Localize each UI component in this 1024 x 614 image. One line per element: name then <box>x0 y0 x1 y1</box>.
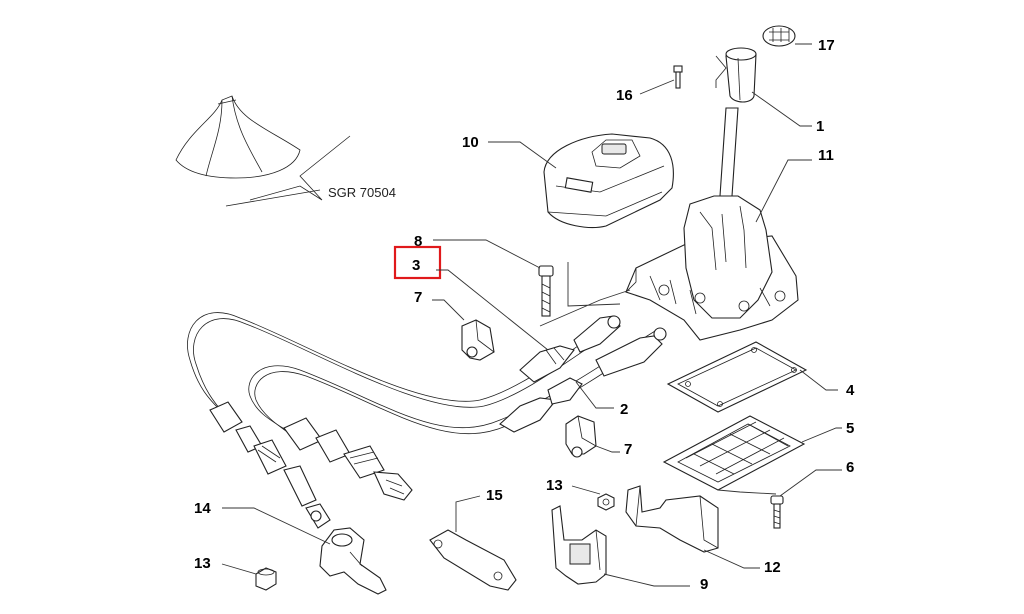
gearbox-cable-end-right <box>283 417 413 501</box>
callout-14: 14 <box>194 500 211 517</box>
leader-13b <box>221 563 257 575</box>
gearbox-cable-end-left <box>209 401 331 529</box>
leader-5 <box>801 427 842 443</box>
leader-8 <box>433 239 541 269</box>
leader-14 <box>222 507 331 545</box>
callout-17: 17 <box>818 37 835 54</box>
leader-13a <box>571 485 601 495</box>
nut-upper <box>597 493 615 511</box>
callout-3: 3 <box>412 257 420 274</box>
callout-4: 4 <box>846 382 855 399</box>
bracket <box>625 485 719 553</box>
mount-screw <box>770 495 784 529</box>
callout-12: 12 <box>764 559 781 576</box>
callout-8: 8 <box>414 233 422 250</box>
callout-13a: 13 <box>546 477 563 494</box>
leader-plate-screw <box>717 489 777 495</box>
leader-7b <box>595 445 620 453</box>
shifter-housing <box>625 195 799 341</box>
leader-bolt-position <box>539 262 631 327</box>
small-screw <box>673 65 683 89</box>
diagram-reference-code: SGR 70504 <box>328 185 396 200</box>
flat-plate <box>429 529 517 591</box>
leader-6 <box>779 469 842 497</box>
lever-arm <box>319 527 387 595</box>
base-plate <box>662 415 806 491</box>
leader-2 <box>575 381 614 409</box>
leader-4 <box>799 369 838 391</box>
leader-12 <box>703 549 760 569</box>
callout-7b: 7 <box>624 441 632 458</box>
nut-lower <box>255 567 277 591</box>
gear-boot-drawing: SGR 70504 <box>175 95 396 207</box>
callout-11: 11 <box>818 147 834 164</box>
bolt <box>538 265 554 317</box>
leader-10 <box>488 141 557 169</box>
shift-pattern-emblem <box>762 25 796 47</box>
console-cover <box>543 133 674 229</box>
callout-2: 2 <box>620 401 628 418</box>
callout-9: 9 <box>700 576 708 593</box>
leader-7a <box>432 299 465 321</box>
leader-knob-ref <box>715 55 727 88</box>
gasket <box>666 341 808 413</box>
callout-6: 6 <box>846 459 854 476</box>
leader-3 <box>436 269 549 351</box>
highlight-box-3 <box>393 245 442 280</box>
mounting-bracket <box>551 505 607 585</box>
cable-clip-lower <box>565 415 597 458</box>
leader-16 <box>639 79 675 95</box>
leader-9 <box>603 573 690 587</box>
shift-cable-end <box>499 327 667 433</box>
leader-15 <box>455 495 481 532</box>
callout-10: 10 <box>462 134 479 151</box>
cable-clip-upper <box>461 319 495 361</box>
callout-15: 15 <box>486 487 503 504</box>
leader-11 <box>755 159 812 223</box>
callout-5: 5 <box>846 420 854 437</box>
callout-7a: 7 <box>414 289 422 306</box>
leader-1 <box>751 91 812 127</box>
gear-lever-rod <box>719 107 739 197</box>
callout-13b: 13 <box>194 555 211 572</box>
selector-cable-end <box>519 315 621 383</box>
callout-1: 1 <box>816 118 824 135</box>
callout-16: 16 <box>616 87 633 104</box>
shift-knob <box>725 47 757 103</box>
